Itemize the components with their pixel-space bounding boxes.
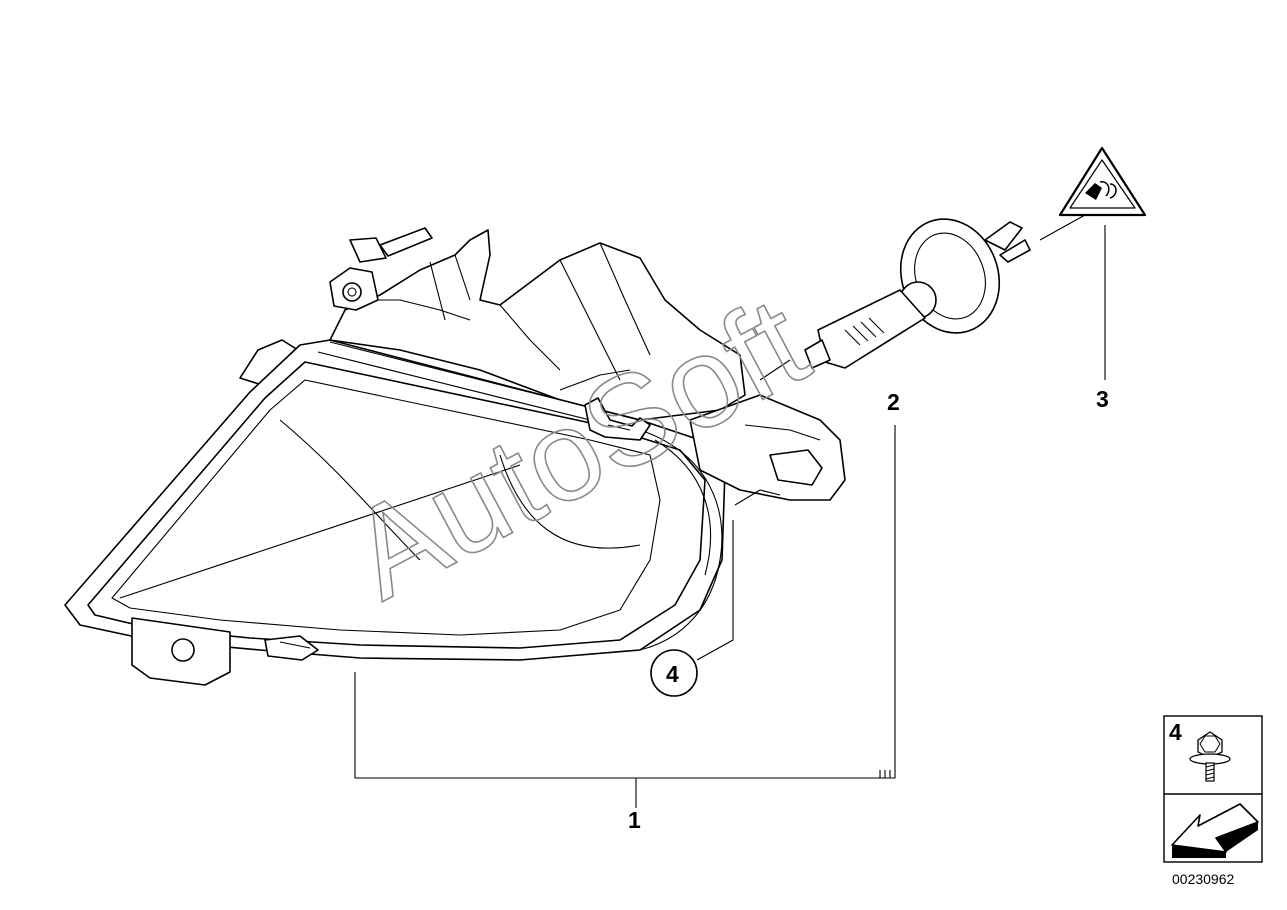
halogen-bulb[interactable] <box>759 205 1086 381</box>
callout-3[interactable]: 3 <box>1096 386 1109 412</box>
diagram-number: 00230962 <box>1172 871 1235 887</box>
legend-screw-label: 4 <box>1169 719 1182 745</box>
legend-box: 4 <box>1163 715 1263 863</box>
leader-lines <box>354 225 1106 808</box>
callout-4[interactable]: 4 <box>666 661 679 687</box>
direction-arrow-icon <box>1171 803 1259 858</box>
screw-icon[interactable] <box>1189 731 1231 782</box>
fog-lamp-housing[interactable] <box>64 227 846 686</box>
callout-4-circle[interactable] <box>650 649 698 697</box>
callout-2[interactable]: 2 <box>887 389 900 415</box>
warning-triangle-icon[interactable] <box>1058 146 1147 217</box>
callout-1[interactable]: 1 <box>628 807 641 833</box>
